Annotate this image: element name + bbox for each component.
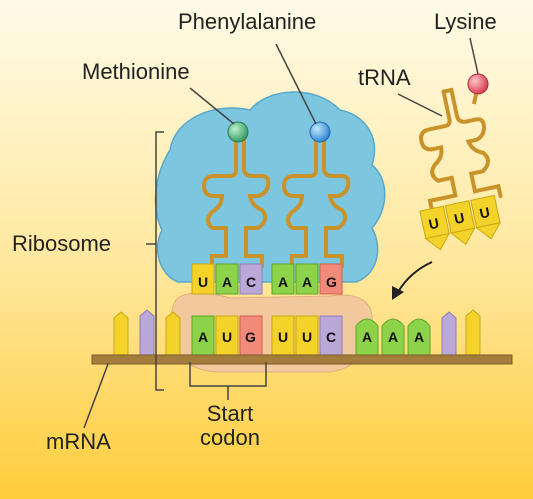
trna-anticodon-base bbox=[295, 263, 319, 295]
anticodon-letter: U bbox=[198, 274, 208, 290]
mrna-letter: A bbox=[198, 329, 208, 345]
ribosome-large-subunit bbox=[154, 91, 386, 283]
mrna-letter: A bbox=[388, 329, 398, 345]
anticodon-letter: C bbox=[246, 274, 256, 290]
mrna-letter: C bbox=[326, 329, 336, 345]
trna-anticodon-base bbox=[215, 263, 239, 295]
mrna-base bbox=[139, 309, 155, 357]
trna-anticodon-tip bbox=[424, 232, 451, 251]
trna-anticodon-base bbox=[319, 263, 343, 295]
trna-anticodon-base bbox=[239, 263, 263, 295]
lysine-label: Lysine bbox=[434, 9, 497, 34]
methionine-label: Methionine bbox=[82, 59, 190, 84]
mrna-letter: A bbox=[362, 329, 372, 345]
start-codon-label-line2: codon bbox=[200, 425, 260, 451]
methionine-ball bbox=[227, 121, 249, 143]
lysine-link bbox=[472, 93, 478, 105]
trna-anticodon-base bbox=[271, 263, 295, 295]
start-codon-label: Start codon bbox=[200, 401, 260, 451]
phenylalanine-label: Phenylalanine bbox=[178, 9, 317, 34]
anticodon-letter: A bbox=[222, 274, 232, 290]
trna-phenylalanine bbox=[281, 138, 351, 268]
mrna-letter: U bbox=[222, 329, 232, 345]
mrna-letters: A U G U U C A A A bbox=[198, 329, 424, 345]
mrna-letter: A bbox=[414, 329, 424, 345]
mrna-strand bbox=[91, 309, 513, 365]
ribosome-bracket bbox=[146, 131, 164, 391]
ribosome-label: Ribosome bbox=[12, 231, 112, 256]
incoming-anticodon-letter: U bbox=[427, 215, 440, 233]
start-codon-label-line1: Start bbox=[206, 401, 254, 426]
mrna-base bbox=[381, 318, 405, 357]
start-codon-bracket bbox=[189, 362, 267, 400]
mrna-label: mRNA bbox=[46, 429, 111, 454]
mrna-letter: U bbox=[278, 329, 288, 345]
mrna-base bbox=[165, 311, 181, 357]
trna-label: tRNA bbox=[358, 65, 411, 90]
mrna-base bbox=[441, 311, 457, 357]
mrna-backbone bbox=[91, 354, 513, 365]
phenylalanine-ball bbox=[309, 121, 331, 143]
anticodon-letter: A bbox=[278, 274, 288, 290]
mrna-base bbox=[465, 309, 481, 357]
mrna-base bbox=[407, 318, 431, 357]
mrna-base bbox=[113, 311, 129, 357]
mrna-letter: U bbox=[302, 329, 312, 345]
trna-methionine bbox=[201, 138, 271, 268]
trna-anticodon-tip bbox=[475, 222, 502, 240]
anticodon-letters: U A C A A G bbox=[198, 274, 337, 290]
incoming-anticodon-letter: U bbox=[478, 204, 491, 222]
trna-anticodon-tip bbox=[449, 227, 476, 246]
incoming-arrow bbox=[392, 261, 433, 300]
mrna-letter: G bbox=[245, 329, 256, 345]
anticodon-letter: G bbox=[326, 274, 337, 290]
incoming-anticodon-letter: U bbox=[453, 209, 466, 227]
anticodon-letter: A bbox=[302, 274, 312, 290]
leader-lines bbox=[83, 37, 479, 429]
trna-anticodon-base bbox=[191, 263, 215, 295]
mrna-base bbox=[355, 318, 379, 357]
lysine-ball bbox=[467, 73, 489, 95]
trna-lysine: U U U bbox=[419, 87, 503, 251]
